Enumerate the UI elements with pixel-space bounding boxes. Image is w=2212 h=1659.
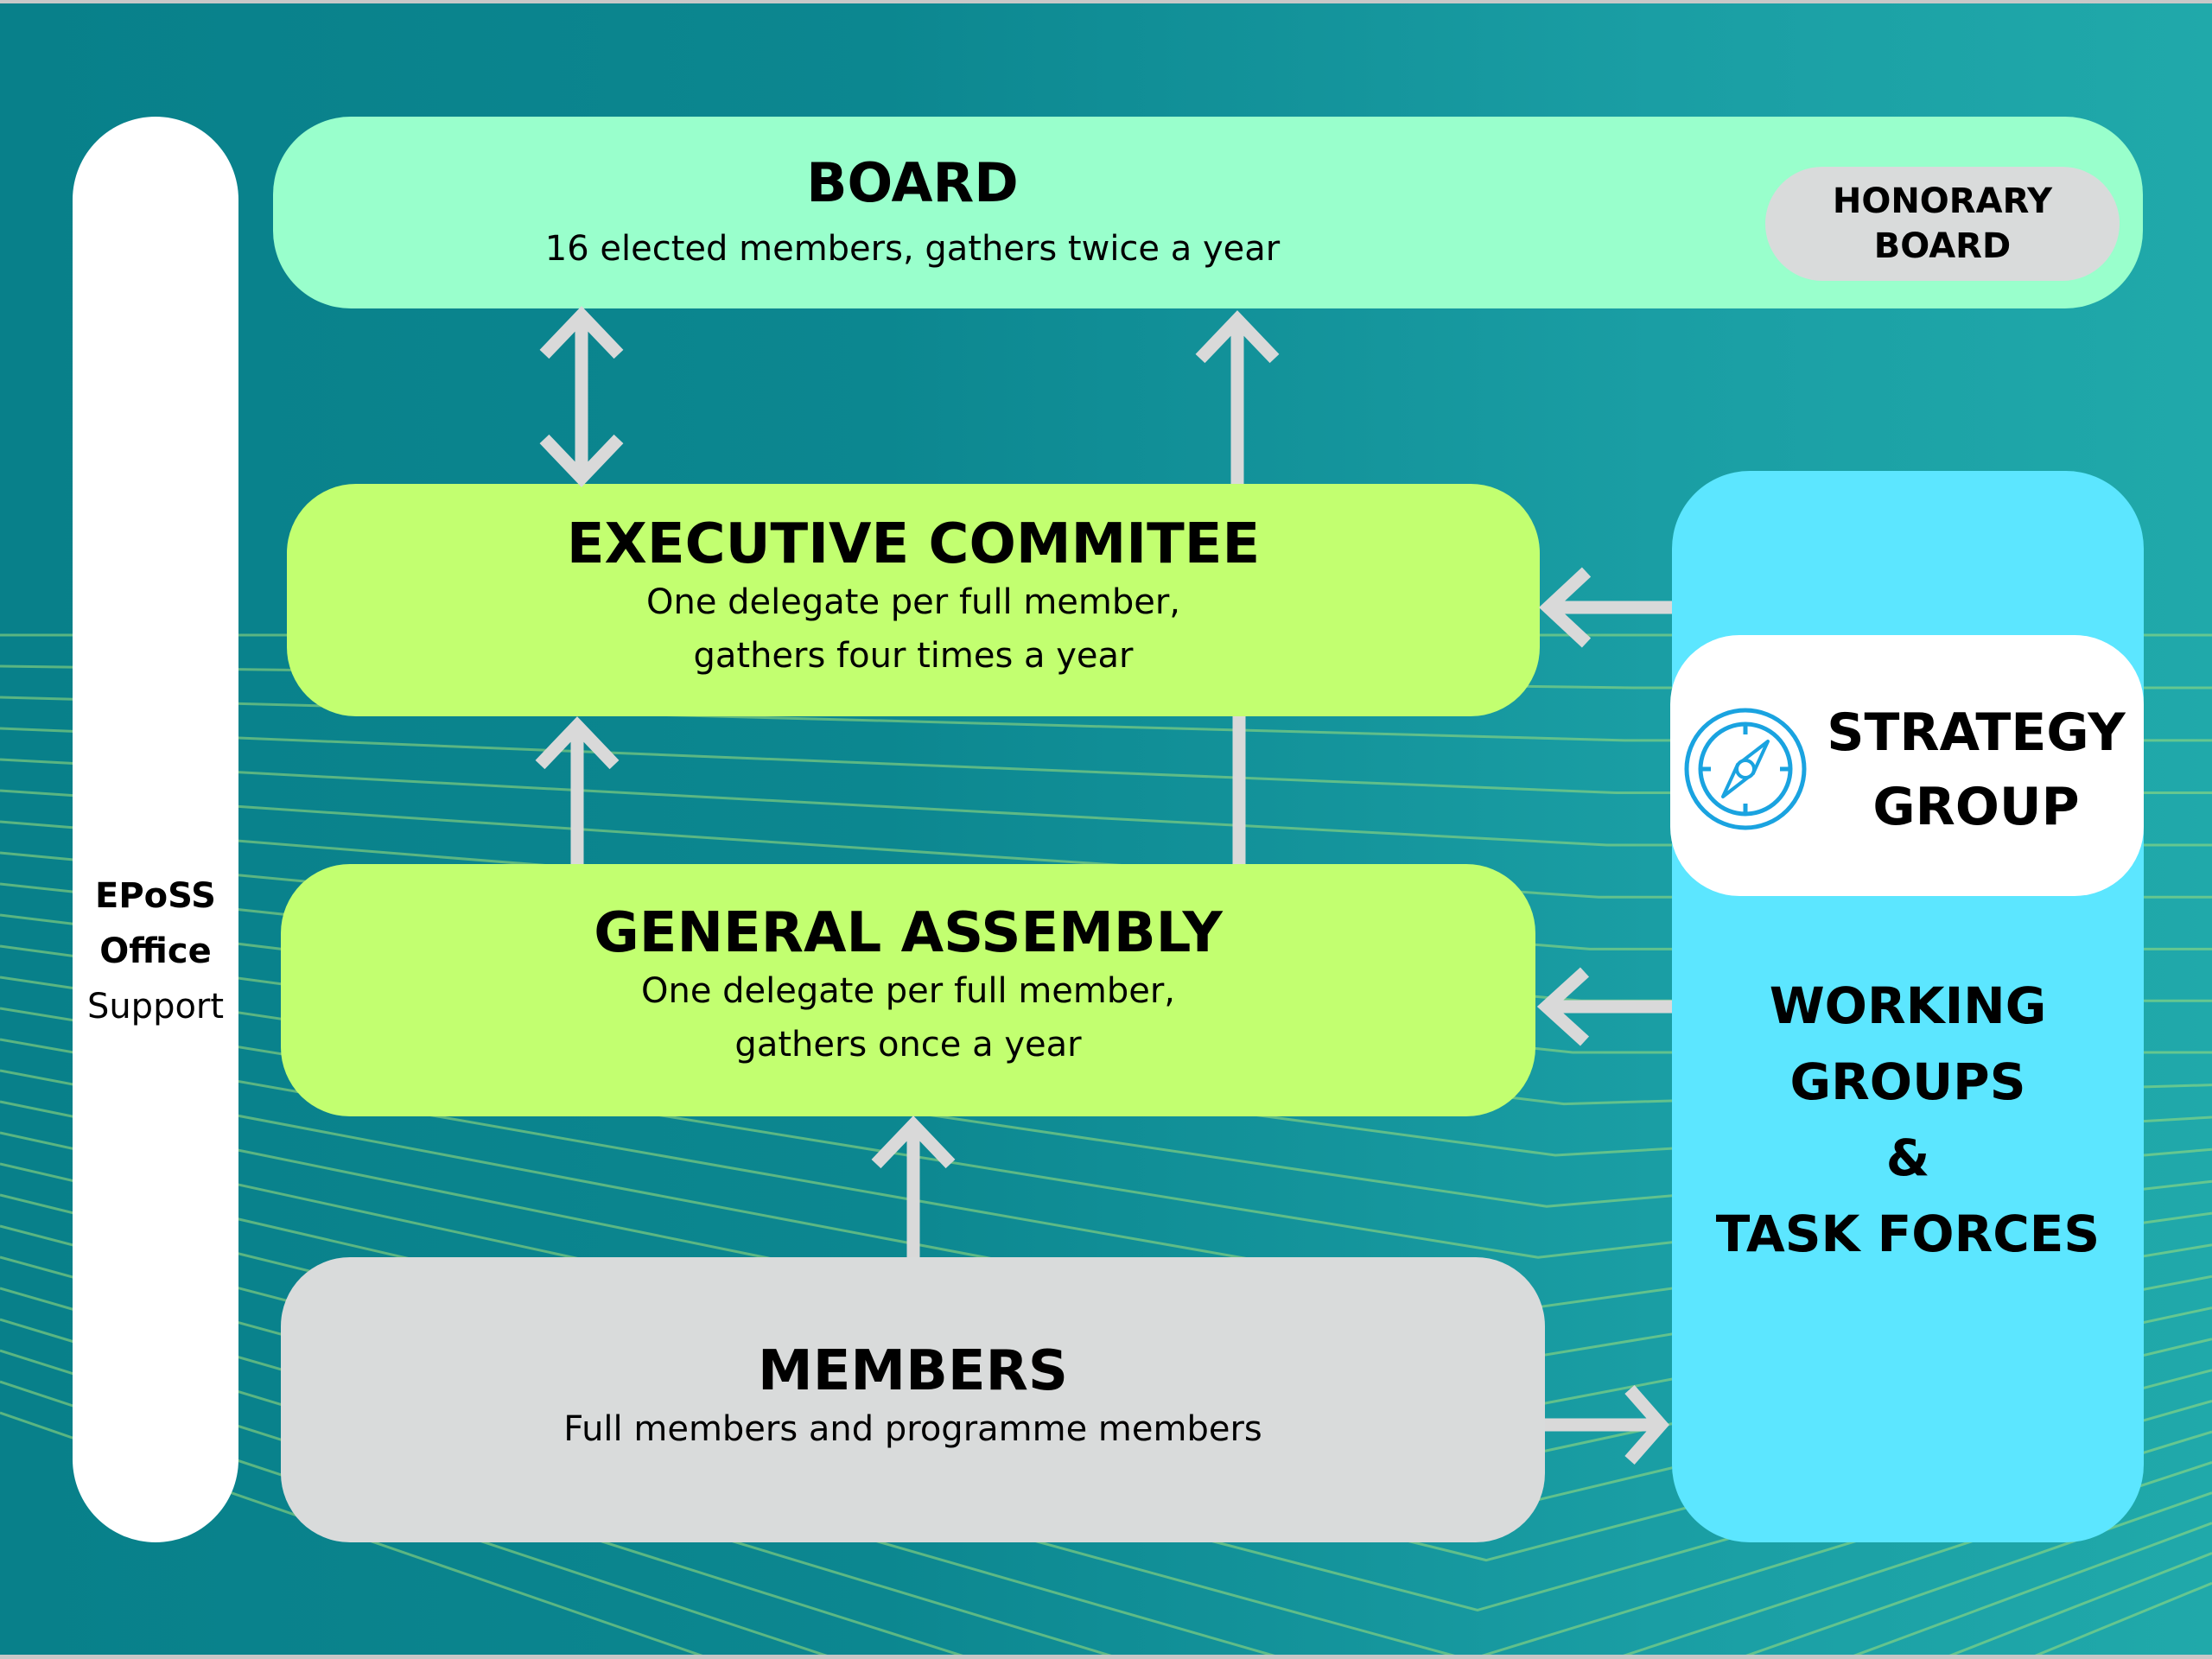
executive-title: EXECUTIVE COMMITEE	[566, 512, 1261, 576]
general-assembly-box[interactable]: GENERAL ASSEMBLY One delegate per full m…	[281, 864, 1535, 1116]
top-border	[0, 0, 2212, 3]
working-groups-line4: TASK FORCES	[1715, 1205, 2101, 1263]
bottom-border	[0, 1655, 2212, 1659]
strategy-line1: STRATEGY	[1827, 702, 2126, 763]
background-stripe	[0, 1411, 2212, 1659]
working-groups-line1: WORKING	[1769, 976, 2047, 1035]
office-line1: EPoSS	[95, 876, 216, 916]
board-box[interactable]: BOARD 16 elected members, gathers twice …	[273, 117, 2143, 308]
honorary-line2: BOARD	[1873, 226, 2012, 266]
office-line2: Office	[99, 931, 212, 971]
compass-icon	[1684, 708, 1807, 830]
eposs-office-support: EPoSS Office Support	[73, 117, 238, 1542]
executive-line1: One delegate per full member,	[645, 582, 1181, 622]
general-assembly-line1: One delegate per full member,	[640, 971, 1176, 1011]
board-title: BOARD	[806, 151, 1019, 214]
executive-committee-box[interactable]: EXECUTIVE COMMITEE One delegate per full…	[287, 484, 1540, 716]
board-subtitle: 16 elected members, gathers twice a year	[544, 229, 1281, 269]
general-assembly-title: GENERAL ASSEMBLY	[594, 901, 1223, 965]
strategy-group-box[interactable]: STRATEGY GROUP	[1670, 635, 2144, 896]
honorary-line1: HONORARY	[1832, 181, 2053, 221]
members-title: MEMBERS	[758, 1339, 1068, 1403]
members-subtitle: Full members and programme members	[563, 1409, 1262, 1449]
general-assembly-line2: gathers once a year	[734, 1025, 1082, 1065]
working-groups-line3: &	[1885, 1128, 1930, 1187]
office-line3: Support	[86, 987, 225, 1027]
working-groups-box[interactable]: STRATEGY GROUP WORKING GROUPS & TASK FOR…	[1670, 471, 2144, 1542]
working-groups-line2: GROUPS	[1789, 1052, 2026, 1111]
members-box[interactable]: MEMBERS Full members and programme membe…	[281, 1257, 1545, 1542]
strategy-line2: GROUP	[1872, 777, 2080, 837]
honorary-board-badge[interactable]: HONORARY BOARD	[1765, 167, 2120, 281]
executive-line2: gathers four times a year	[693, 636, 1134, 676]
